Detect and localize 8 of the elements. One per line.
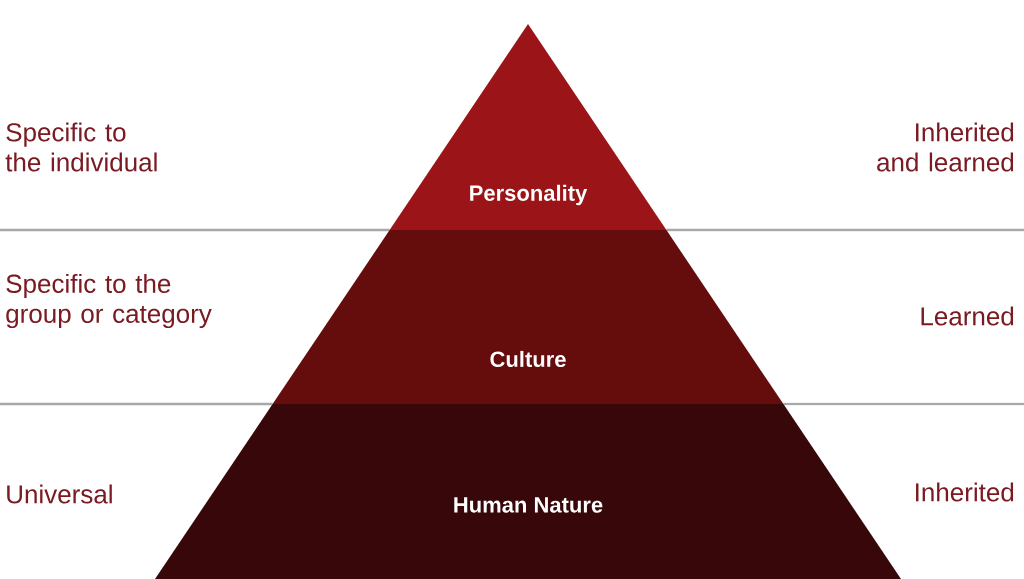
row-label: Learned [921,306,1014,326]
row-label: Specific to the individual [5,122,157,172]
row-label: Universal [7,484,112,504]
row-label: Specific to the group or category [6,273,212,329]
pyramid-tier: Personality [389,24,667,230]
pyramid-tier: Culture [272,230,784,404]
pyramid-tier: Human Nature [155,404,901,579]
row-label: Inherited and learned [877,122,1014,172]
